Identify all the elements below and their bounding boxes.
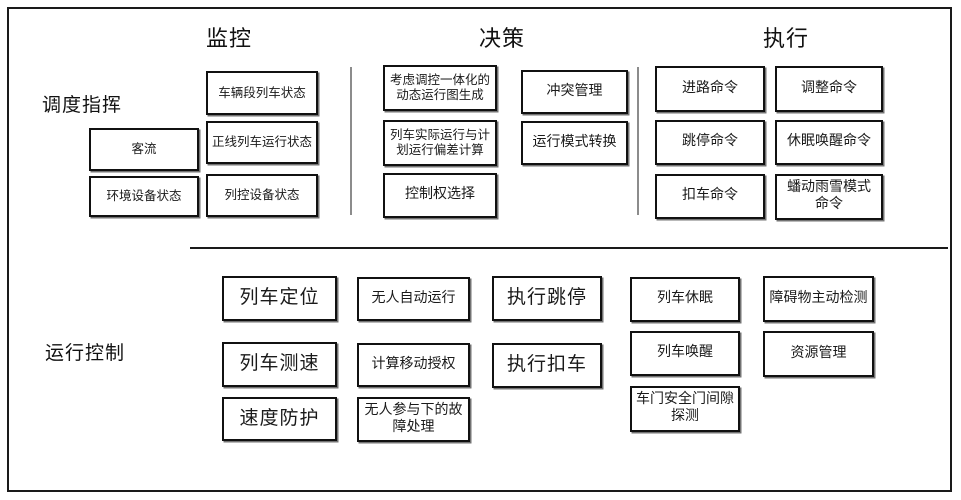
node-label-train-speed-measurement: 列车测速 xyxy=(239,353,320,375)
node-environment-equipment-status[interactable]: 环境设备状态 xyxy=(89,176,199,217)
node-label-operation-mode-switch: 运行模式转换 xyxy=(532,134,617,150)
node-label-conflict-management: 冲突管理 xyxy=(546,83,603,99)
node-label-sleep-wake-command: 休眠唤醒命令 xyxy=(787,134,871,150)
node-label-creep-rain-snow-mode-command: 蟠动雨雪模式命令 xyxy=(787,180,871,212)
node-movement-authority-calculation[interactable]: 计算移动授权 xyxy=(357,343,470,387)
node-label-train-sleep: 列车休眠 xyxy=(657,291,713,307)
section-title-monitoring: 监控 xyxy=(206,26,253,51)
node-label-door-gap-detection: 车门安全门间隙探测 xyxy=(636,392,734,424)
node-label-movement-authority-calculation: 计算移动授权 xyxy=(371,356,456,372)
node-label-adjustment-command: 调整命令 xyxy=(801,80,857,96)
row-label-operation-control: 运行控制 xyxy=(45,343,126,364)
node-unmanned-auto-operation[interactable]: 无人自动运行 xyxy=(357,277,470,321)
node-control-authority-selection[interactable]: 控制权选择 xyxy=(383,173,497,218)
diagram-outer-frame xyxy=(7,7,952,492)
node-train-sleep[interactable]: 列车休眠 xyxy=(630,277,740,322)
node-resource-management[interactable]: 资源管理 xyxy=(763,331,874,377)
node-label-passenger-flow: 客流 xyxy=(131,142,157,157)
node-label-dynamic-timetable-generation: 考虑调控一体化的动态运行图生成 xyxy=(389,73,490,102)
node-label-route-command: 进路命令 xyxy=(682,80,738,96)
node-active-obstacle-detection[interactable]: 障碍物主动检测 xyxy=(763,276,874,322)
node-train-positioning[interactable]: 列车定位 xyxy=(222,276,337,321)
node-actual-vs-planned-deviation[interactable]: 列车实际运行与计划运行偏差计算 xyxy=(383,120,497,166)
node-door-gap-detection[interactable]: 车门安全门间隙探测 xyxy=(630,386,740,432)
node-label-unmanned-auto-operation: 无人自动运行 xyxy=(371,290,456,306)
node-train-speed-measurement[interactable]: 列车测速 xyxy=(222,342,337,387)
section-title-execution: 执行 xyxy=(763,26,810,51)
node-skip-stop-command[interactable]: 跳停命令 xyxy=(655,120,765,165)
row-label-dispatch-command: 调度指挥 xyxy=(42,95,123,116)
separator-decision-execution xyxy=(637,67,639,215)
node-label-train-positioning: 列车定位 xyxy=(239,287,320,309)
node-passenger-flow[interactable]: 客流 xyxy=(89,128,199,171)
node-label-hold-train-command: 扣车命令 xyxy=(682,188,738,204)
node-label-resource-management: 资源管理 xyxy=(790,345,847,361)
node-label-active-obstacle-detection: 障碍物主动检测 xyxy=(769,290,868,306)
node-train-control-equipment-status[interactable]: 列控设备状态 xyxy=(206,174,318,217)
node-label-control-authority-selection: 控制权选择 xyxy=(405,187,475,203)
node-route-command[interactable]: 进路命令 xyxy=(655,66,765,112)
node-label-unmanned-fault-handling: 无人参与下的故障处理 xyxy=(364,402,463,435)
node-creep-rain-snow-mode-command[interactable]: 蟠动雨雪模式命令 xyxy=(775,174,883,220)
node-label-train-wake-up: 列车唤醒 xyxy=(657,345,713,361)
node-label-environment-equipment-status: 环境设备状态 xyxy=(106,189,182,204)
section-title-decision: 决策 xyxy=(479,26,526,51)
node-unmanned-fault-handling[interactable]: 无人参与下的故障处理 xyxy=(357,397,470,442)
band-divider-line xyxy=(190,247,948,249)
node-label-mainline-train-operation-status: 正线列车运行状态 xyxy=(212,135,313,150)
node-label-depot-train-status: 车辆段列车状态 xyxy=(218,85,306,100)
node-dynamic-timetable-generation[interactable]: 考虑调控一体化的动态运行图生成 xyxy=(383,65,497,111)
node-label-speed-protection: 速度防护 xyxy=(239,407,320,429)
node-operation-mode-switch[interactable]: 运行模式转换 xyxy=(521,121,628,165)
node-execute-skip-stop[interactable]: 执行跳停 xyxy=(492,276,602,321)
node-depot-train-status[interactable]: 车辆段列车状态 xyxy=(206,71,318,115)
node-label-skip-stop-command: 跳停命令 xyxy=(682,134,738,150)
node-speed-protection[interactable]: 速度防护 xyxy=(222,397,337,441)
node-train-wake-up[interactable]: 列车唤醒 xyxy=(630,331,740,376)
node-label-actual-vs-planned-deviation: 列车实际运行与计划运行偏差计算 xyxy=(389,128,490,157)
node-adjustment-command[interactable]: 调整命令 xyxy=(775,66,883,112)
node-conflict-management[interactable]: 冲突管理 xyxy=(521,70,628,114)
node-label-execute-skip-stop: 执行跳停 xyxy=(506,287,587,309)
node-label-train-control-equipment-status: 列控设备状态 xyxy=(224,188,300,203)
separator-monitoring-decision xyxy=(350,67,352,215)
node-label-execute-hold-train: 执行扣车 xyxy=(506,354,587,376)
node-execute-hold-train[interactable]: 执行扣车 xyxy=(492,343,602,388)
node-mainline-train-operation-status[interactable]: 正线列车运行状态 xyxy=(206,121,318,164)
node-hold-train-command[interactable]: 扣车命令 xyxy=(655,174,765,219)
node-sleep-wake-command[interactable]: 休眠唤醒命令 xyxy=(775,120,883,165)
